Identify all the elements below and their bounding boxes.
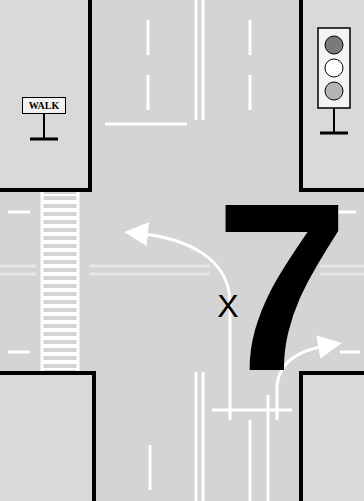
walk-sign: WALK bbox=[22, 97, 66, 114]
sign-text: WALK bbox=[27, 99, 62, 112]
callout-number: 7 bbox=[215, 167, 348, 407]
position-mark: X bbox=[217, 290, 238, 322]
